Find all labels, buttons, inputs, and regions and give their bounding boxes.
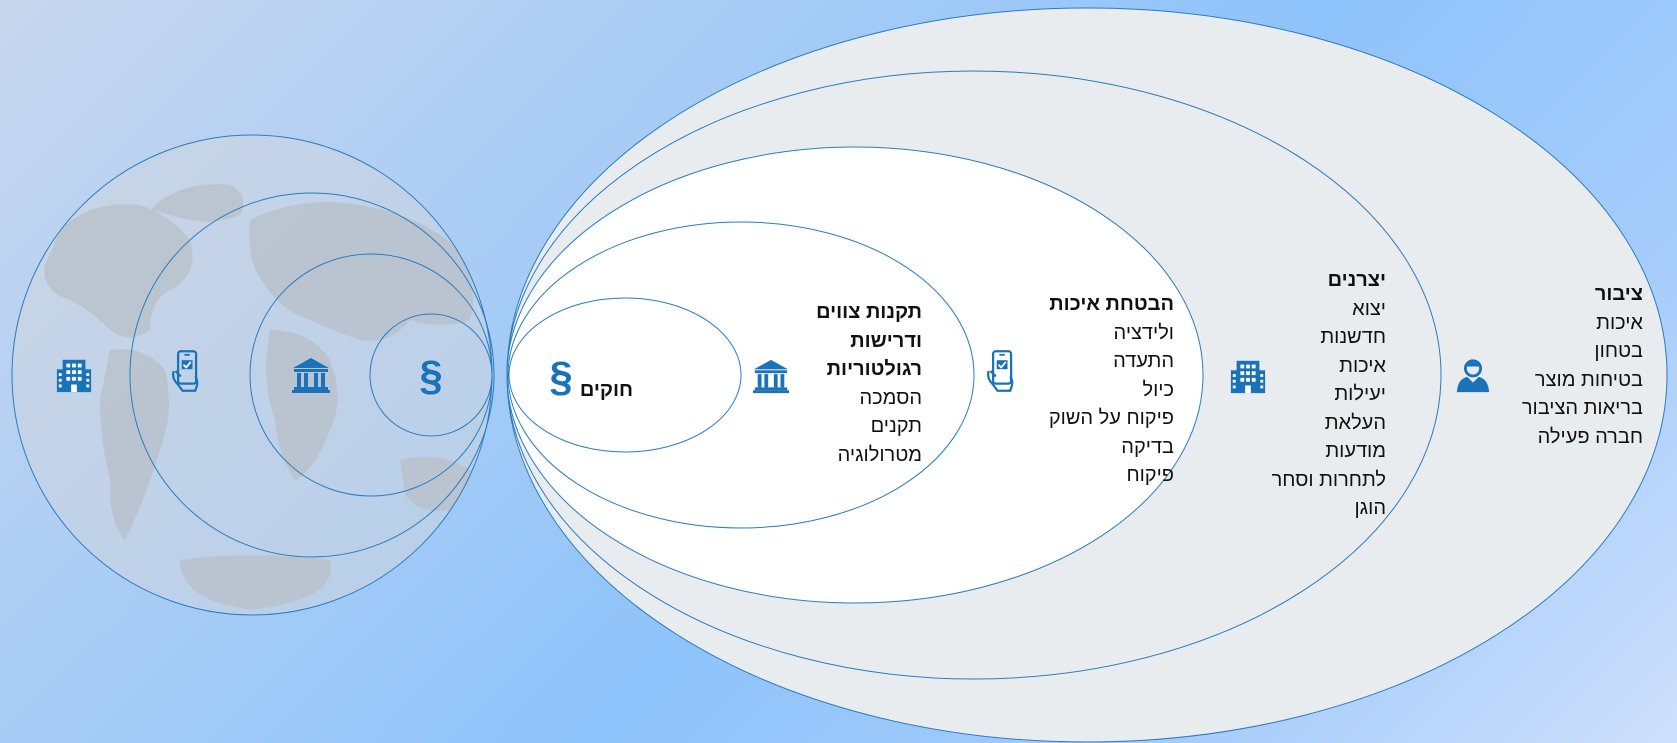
- layer-public-item: חברה פעילה: [1537, 425, 1643, 448]
- layer-manufacturers-item: יצוא: [1352, 297, 1386, 320]
- layer-regulation-title-line: ודרישות: [850, 329, 922, 352]
- layer-public-item: בטחון: [1594, 340, 1643, 362]
- layer-manufacturers-labels: יצרנים יצוא חדשנות איכות יעילות העלאת מו…: [1272, 266, 1386, 523]
- layer-quality-item: פיקוח: [1126, 464, 1174, 486]
- world-map-silhouette: [44, 184, 474, 610]
- layer-public-item: איכות: [1596, 311, 1643, 334]
- layer-manufacturers-item: הוגן: [1354, 497, 1386, 519]
- layer-manufacturers-item: איכות: [1339, 354, 1386, 377]
- layer-manufacturers-item: העלאת: [1324, 411, 1386, 434]
- section-icon: §: [419, 352, 442, 399]
- layer-quality-item: פיקוח על השוק: [1048, 407, 1174, 429]
- layer-regulation-item: מטרולוגיה: [837, 443, 922, 466]
- ellipse-laws: [508, 297, 742, 453]
- layer-manufacturers-item: יעילות: [1334, 383, 1386, 405]
- layer-public-title: ציבור: [1594, 283, 1643, 305]
- layer-quality-item: בדיקה: [1121, 435, 1174, 458]
- layer-manufacturers-item: מודעות: [1325, 440, 1386, 462]
- layer-laws-title: חוקים: [579, 379, 633, 401]
- layer-quality-item: כיול: [1142, 378, 1174, 401]
- layer-laws-labels: חוקים: [580, 376, 633, 405]
- layer-quality-item: התעדה: [1113, 350, 1174, 372]
- layer-regulation-labels: תקנות צווים ודרישות רגולטוריות הסמכה תקנ…: [816, 298, 922, 469]
- layer-public-item: בטיחות מוצר: [1534, 368, 1643, 391]
- layer-manufacturers-title: יצרנים: [1327, 269, 1386, 291]
- layer-manufacturers-item: לתחרות וסחר: [1271, 468, 1386, 491]
- ellipse-icons: §: [549, 350, 1491, 400]
- section-icon: §: [549, 353, 572, 400]
- layer-regulation-item: תקנים: [870, 415, 922, 437]
- layer-quality-item: ולידציה: [1113, 321, 1174, 344]
- layer-regulation-item: הסמכה: [859, 386, 922, 409]
- layer-manufacturers-item: חדשנות: [1320, 326, 1386, 348]
- layer-regulation-title-line: תקנות צווים: [816, 301, 922, 323]
- layer-quality-labels: הבטחת איכות ולידציה התעדה כיול פיקוח על …: [1049, 290, 1174, 490]
- globe-rings: [11, 134, 495, 616]
- layer-public-item: בריאות הציבור: [1521, 397, 1643, 419]
- layer-public-labels: ציבור איכות בטחון בטיחות מוצר בריאות הצי…: [1522, 280, 1643, 451]
- layer-quality-title: הבטחת איכות: [1049, 293, 1174, 315]
- nested-ellipses: [506, 7, 1668, 743]
- layer-regulation-title-line: רגולטוריות: [826, 358, 922, 380]
- globe-icons: §: [56, 350, 443, 399]
